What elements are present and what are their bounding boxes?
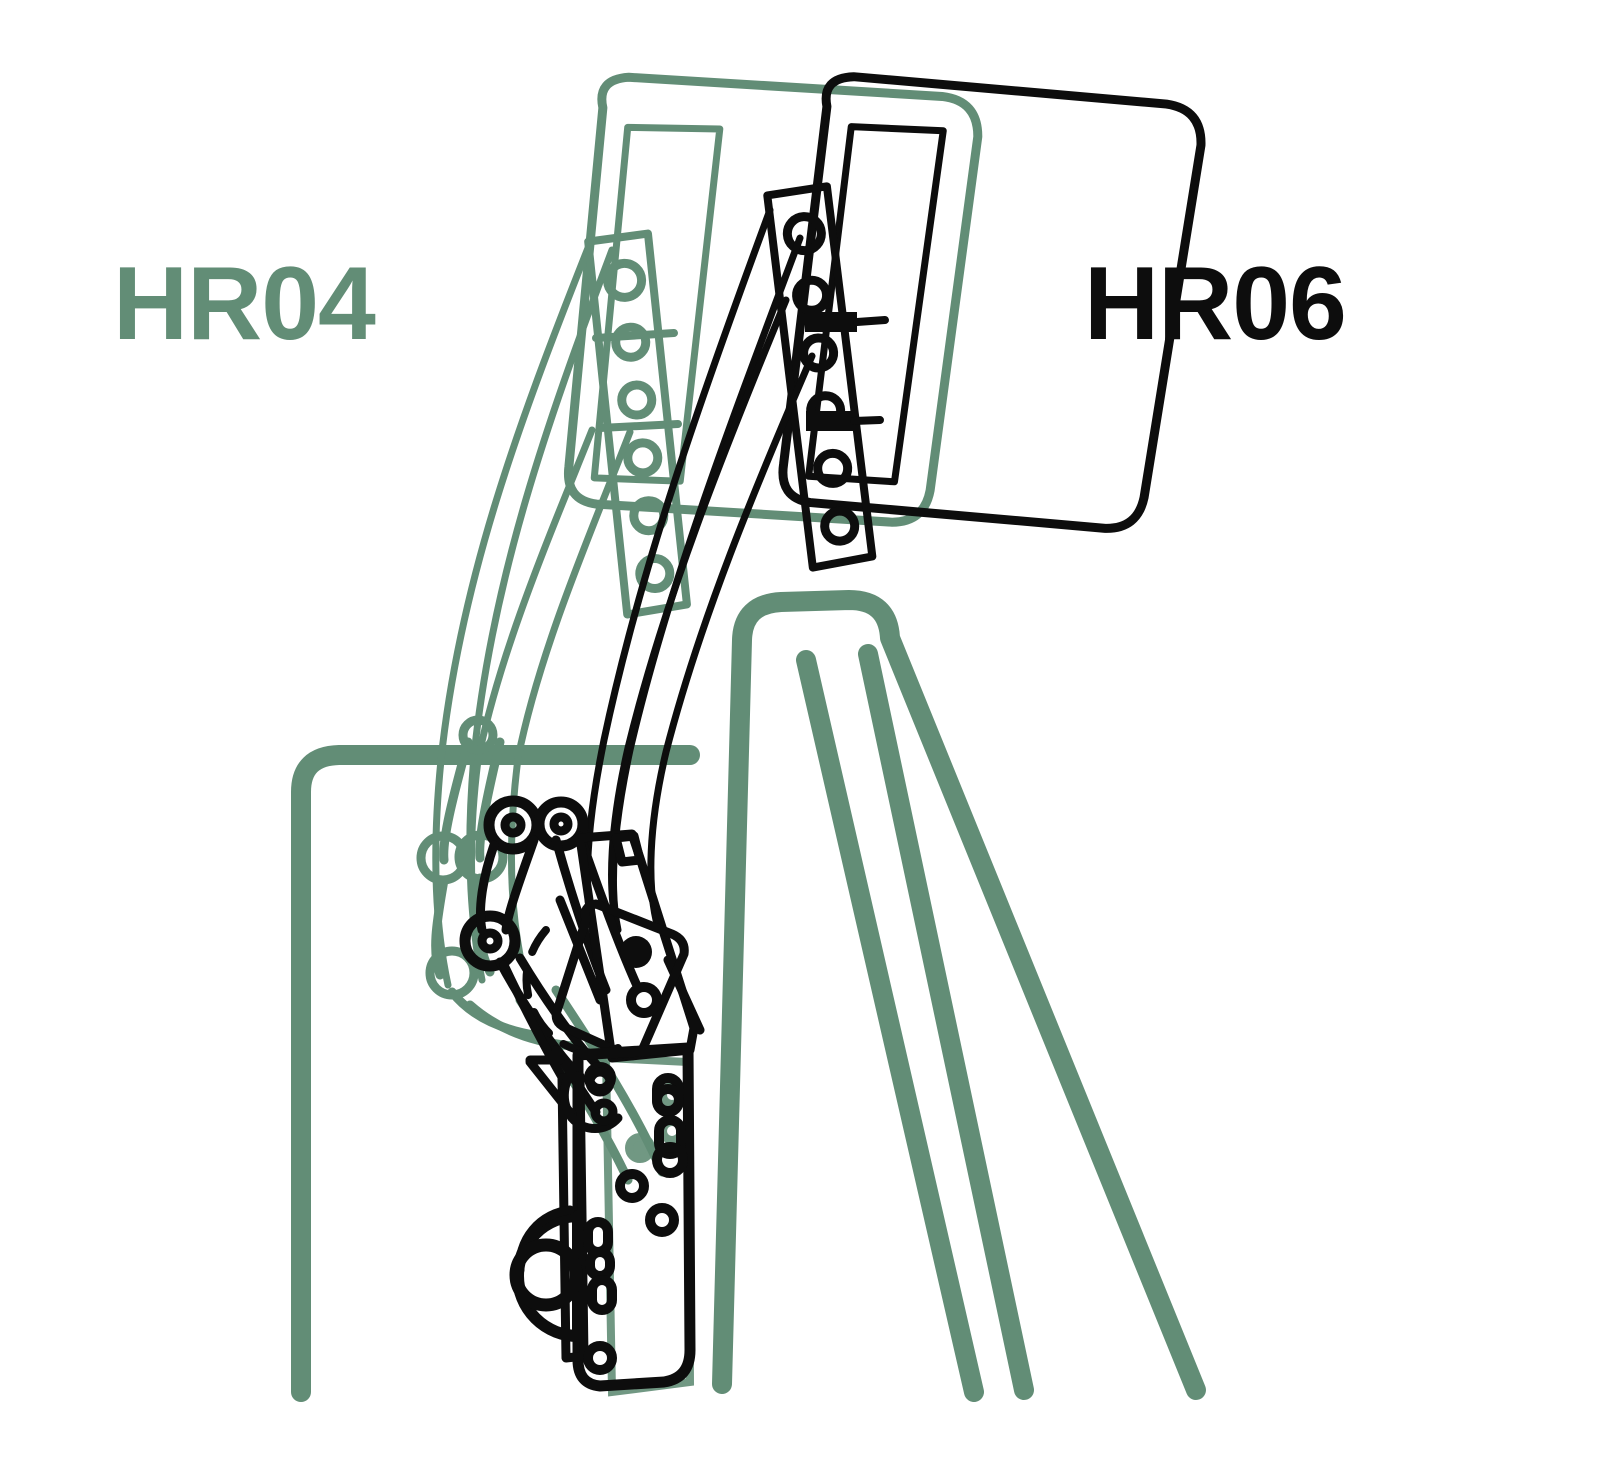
top-link-hr06 — [559, 1057, 623, 1133]
seat-frame-green-right — [712, 590, 1206, 1402]
support-rods-hr06 — [584, 206, 816, 934]
label-hr04: HR04 — [113, 246, 376, 362]
upper-pivots-hr06 — [459, 795, 589, 972]
label-hr06: HR06 — [1084, 246, 1347, 362]
hidden-arc — [522, 926, 622, 1057]
stopper-tabs-hr06 — [805, 312, 889, 431]
pivot-hub-hr06 — [509, 1205, 584, 1343]
bolt-holes-hr06 — [583, 1062, 688, 1375]
seat-frame-green-left — [291, 745, 700, 1402]
hr06-black-assembly — [459, 74, 1204, 1392]
